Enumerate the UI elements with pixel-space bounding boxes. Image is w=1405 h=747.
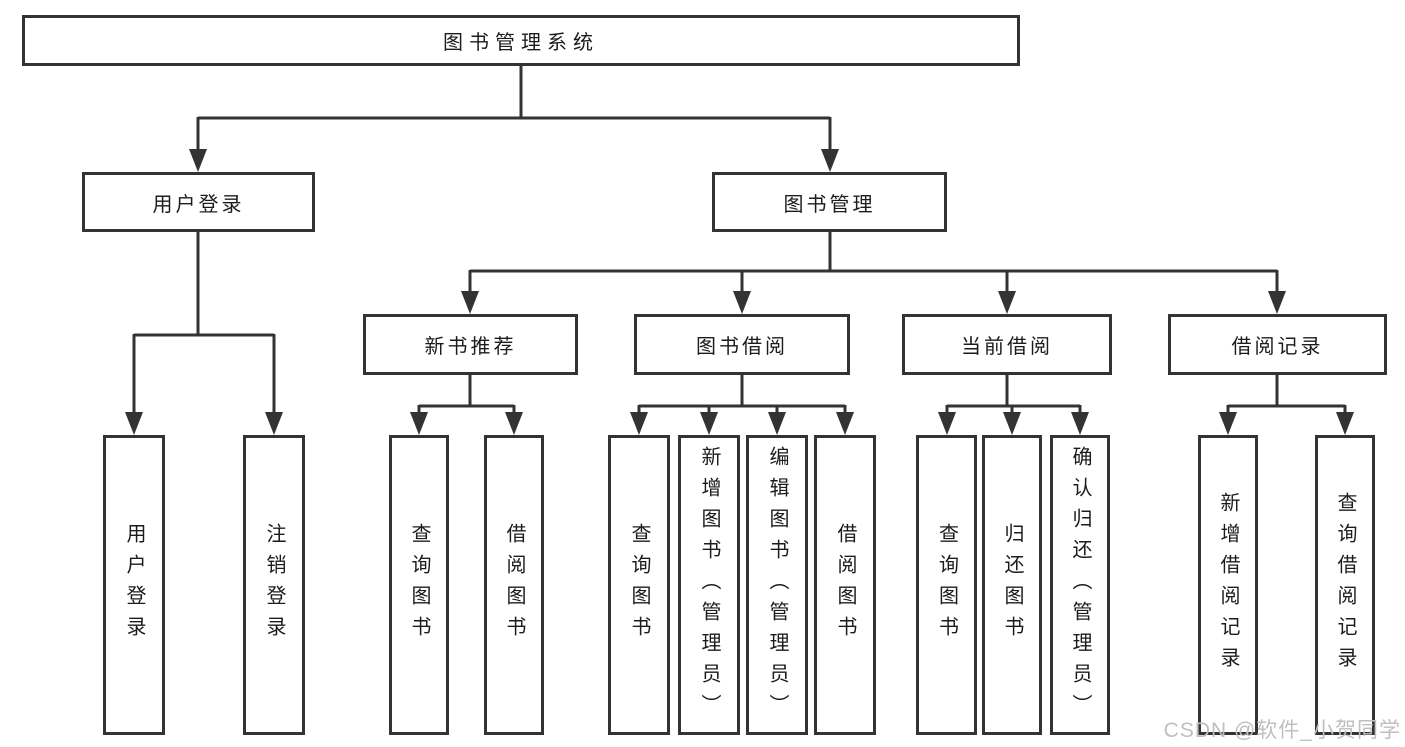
edge-newbookrec-to-leaves bbox=[417, 375, 516, 415]
leaf-records-add-record: 新增借阅记录 bbox=[1198, 435, 1258, 735]
csdn-watermark: CSDN @软件_小贺同学 bbox=[1163, 719, 1401, 742]
node-book-borrowing: 图书借阅 bbox=[634, 314, 850, 375]
leaf-current-return-book: 归还图书 bbox=[982, 435, 1042, 735]
arrowheads bbox=[125, 149, 1354, 435]
leaf-borrowing-borrow-book: 借阅图书 bbox=[814, 435, 876, 735]
leaf-borrowing-edit-book-admin: 编辑图书（管理员） bbox=[746, 435, 808, 735]
node-new-book-recommend: 新书推荐 bbox=[363, 314, 578, 375]
edge-borrowrecords-to-leaves bbox=[1226, 375, 1347, 415]
leaf-logout: 注销登录 bbox=[243, 435, 305, 735]
leaf-user-login: 用户登录 bbox=[103, 435, 165, 735]
edge-userlogin-to-leaves bbox=[132, 232, 276, 414]
node-current-borrowing: 当前借阅 bbox=[902, 314, 1112, 375]
edge-bookmgmt-to-level3 bbox=[468, 232, 1279, 294]
edge-bookborrow-to-leaves bbox=[637, 375, 847, 415]
edge-currentborrow-to-leaves bbox=[945, 375, 1082, 415]
leaf-recommend-query-book: 查询图书 bbox=[389, 435, 449, 735]
edge-root-to-level2 bbox=[196, 66, 832, 152]
leaf-recommend-borrow-book: 借阅图书 bbox=[484, 435, 544, 735]
leaf-current-query-book: 查询图书 bbox=[916, 435, 977, 735]
node-book-management: 图书管理 bbox=[712, 172, 947, 232]
leaf-records-query-record: 查询借阅记录 bbox=[1315, 435, 1375, 735]
node-borrow-records: 借阅记录 bbox=[1168, 314, 1387, 375]
leaf-current-confirm-return-admin: 确认归还（管理员） bbox=[1050, 435, 1110, 735]
leaf-borrowing-query-book: 查询图书 bbox=[608, 435, 670, 735]
leaf-borrowing-add-book-admin: 新增图书（管理员） bbox=[678, 435, 740, 735]
node-root-system: 图书管理系统 bbox=[22, 15, 1020, 66]
node-user-login: 用户登录 bbox=[82, 172, 315, 232]
